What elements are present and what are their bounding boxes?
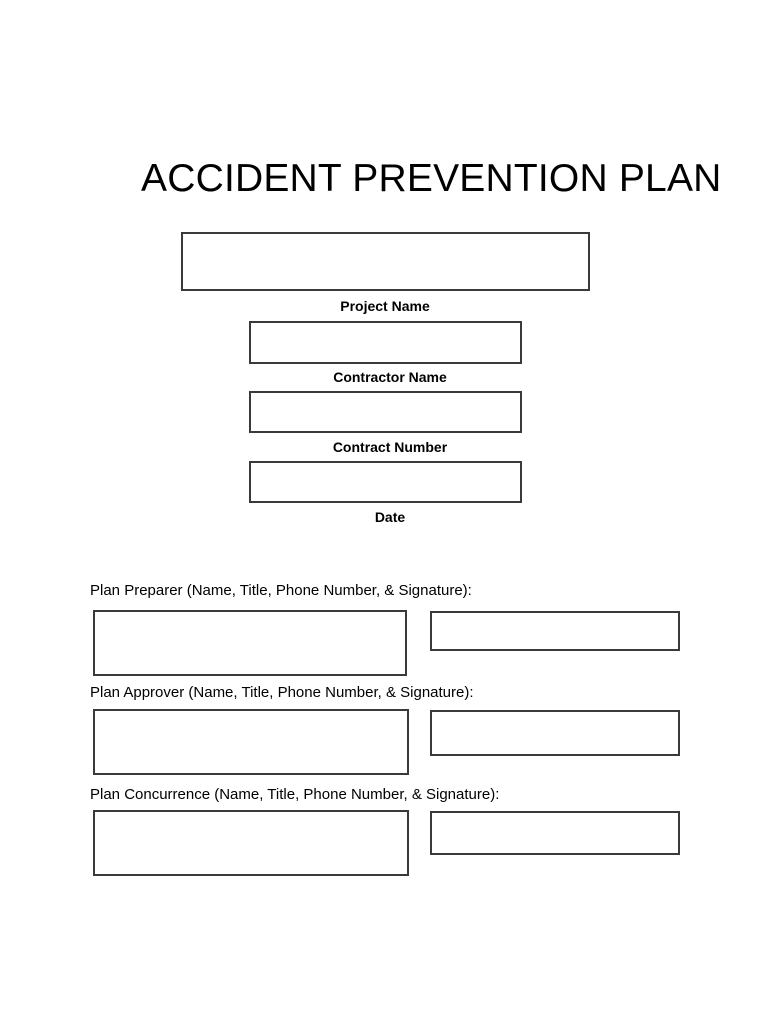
plan-concurrence-signature-field[interactable] [430,811,680,855]
project-name-field[interactable] [181,232,590,291]
page-title: ACCIDENT PREVENTION PLAN [141,157,722,200]
contract-number-field[interactable] [249,391,522,433]
plan-preparer-label: Plan Preparer (Name, Title, Phone Number… [90,582,472,599]
plan-approver-signature-field[interactable] [430,710,680,756]
plan-approver-label: Plan Approver (Name, Title, Phone Number… [90,684,474,701]
contractor-name-field[interactable] [249,321,522,364]
plan-preparer-signature-field[interactable] [430,611,680,651]
plan-preparer-info-field[interactable] [93,610,407,676]
plan-concurrence-label: Plan Concurrence (Name, Title, Phone Num… [90,786,500,803]
contractor-name-caption: Contractor Name [333,369,447,385]
project-name-caption: Project Name [340,298,430,314]
date-caption: Date [374,509,406,525]
date-field[interactable] [249,461,522,503]
contract-number-caption: Contract Number [332,439,448,455]
plan-concurrence-info-field[interactable] [93,810,409,876]
plan-approver-info-field[interactable] [93,709,409,775]
